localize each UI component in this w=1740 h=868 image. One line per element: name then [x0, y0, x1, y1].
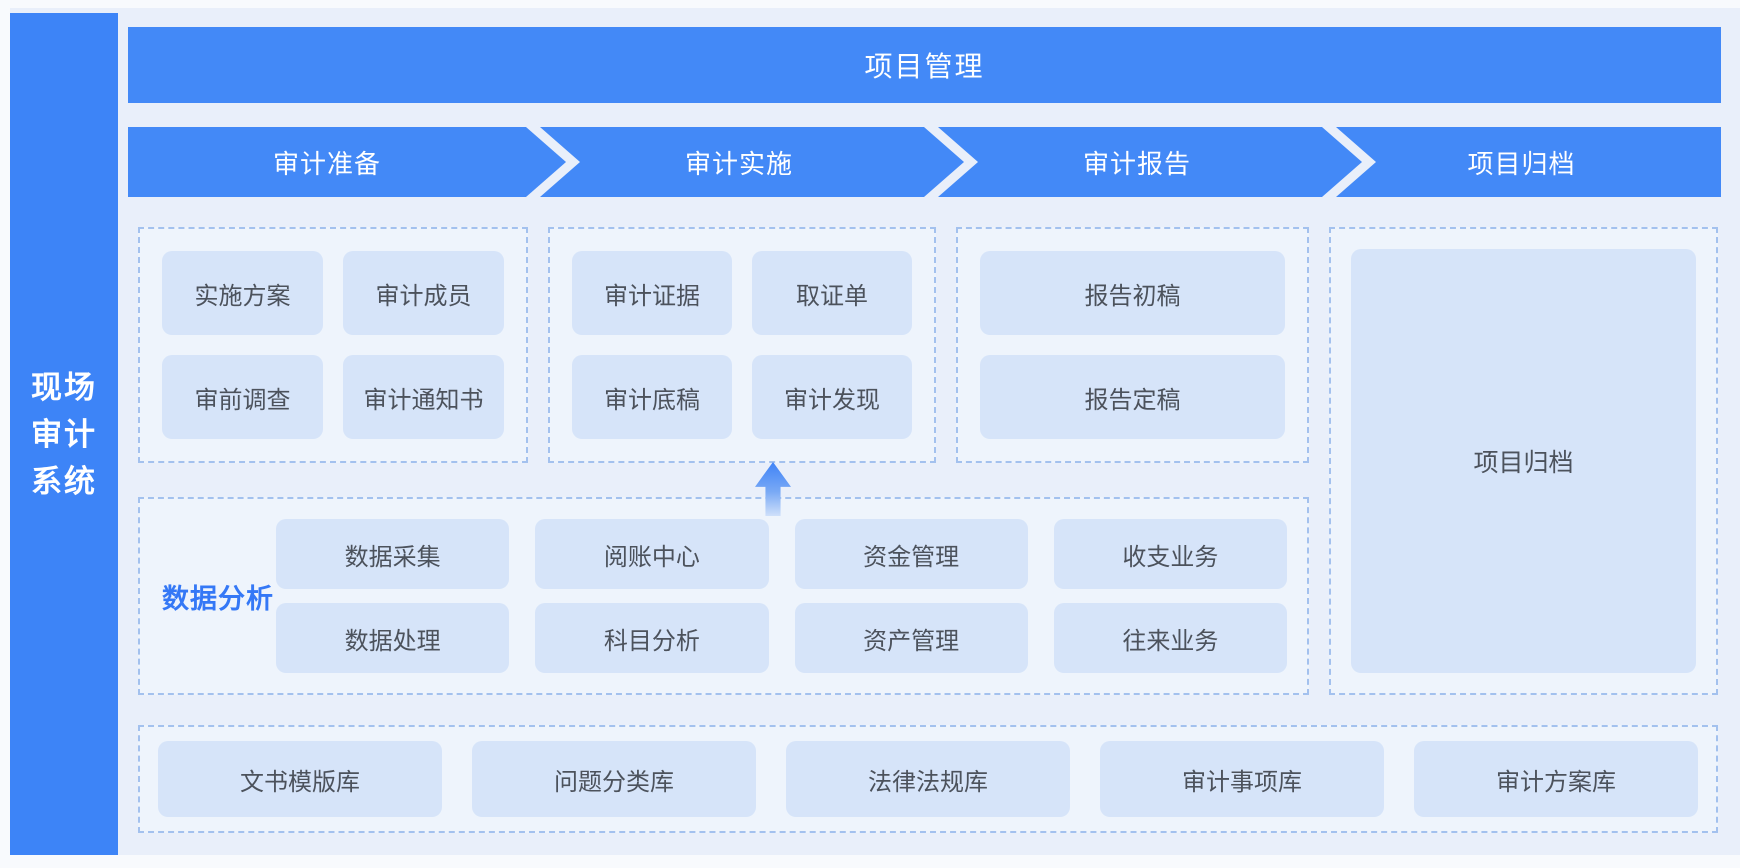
module-box: 报告定稿 — [980, 355, 1285, 439]
module-box: 审前调查 — [162, 355, 323, 439]
system-title-line: 系统 — [31, 463, 97, 499]
module-box: 往来业务 — [1053, 603, 1287, 673]
module-box: 实施方案 — [162, 251, 323, 335]
stage-flow: 审计准备 审计实施 审计报告 项目归档 — [128, 127, 1721, 197]
stage-arrow-archive: 项目归档 — [1336, 127, 1721, 197]
data-analysis-grid: 数据采集 阅账中心 资金管理 收支业务 数据处理 科目分析 资产管理 往来业务 — [276, 519, 1287, 673]
module-box: 取证单 — [752, 251, 912, 335]
project-management-banner: 项目管理 — [128, 27, 1721, 103]
module-box: 数据处理 — [276, 603, 510, 673]
stage-arrow-implementation: 审计实施 — [540, 127, 964, 197]
implementation-group: 审计证据 取证单 审计底稿 审计发现 — [548, 227, 936, 463]
library-box: 问题分类库 — [472, 741, 756, 817]
diagram-panel: 现场 审计 系统 项目管理 审计准备 审计实施 审计报告 项目归档 实施方案 审… — [10, 8, 1740, 855]
preparation-group: 实施方案 审计成员 审前调查 审计通知书 — [138, 227, 528, 463]
system-sidebar: 现场 审计 系统 — [10, 13, 118, 855]
archive-group: 项目归档 — [1329, 227, 1718, 695]
module-box: 审计底稿 — [572, 355, 732, 439]
data-analysis-label: 数据分析 — [162, 583, 274, 614]
module-box: 报告初稿 — [980, 251, 1285, 335]
libraries-group: 文书模版库 问题分类库 法律法规库 审计事项库 审计方案库 — [138, 725, 1718, 833]
report-group: 报告初稿 报告定稿 — [956, 227, 1309, 463]
stage-arrow-report: 审计报告 — [938, 127, 1362, 197]
library-box: 法律法规库 — [786, 741, 1070, 817]
module-box: 收支业务 — [1053, 519, 1287, 589]
module-box: 审计通知书 — [343, 355, 504, 439]
system-title-line: 现场 — [31, 369, 97, 405]
modules-grid: 实施方案 审计成员 审前调查 审计通知书 审计证据 取证单 审计底稿 审计发现 … — [138, 227, 1718, 695]
diagram-main: 项目管理 审计准备 审计实施 审计报告 项目归档 实施方案 审计成员 审前调查 … — [128, 8, 1721, 833]
library-box: 文书模版库 — [158, 741, 442, 817]
data-analysis-group: 数据分析 数据采集 阅账中心 资金管理 收支业务 数据处理 科目分析 资产管理 … — [138, 497, 1309, 695]
module-box: 审计发现 — [752, 355, 912, 439]
module-box: 资金管理 — [794, 519, 1028, 589]
library-box: 审计方案库 — [1414, 741, 1698, 817]
module-box: 数据采集 — [276, 519, 510, 589]
module-box: 阅账中心 — [535, 519, 769, 589]
module-box: 审计证据 — [572, 251, 732, 335]
stage-arrow-preparation: 审计准备 — [128, 127, 566, 197]
module-box: 科目分析 — [535, 603, 769, 673]
archive-box: 项目归档 — [1351, 249, 1696, 673]
module-box: 审计成员 — [343, 251, 504, 335]
system-title-line: 审计 — [31, 416, 97, 452]
module-box: 资产管理 — [794, 603, 1028, 673]
library-box: 审计事项库 — [1100, 741, 1384, 817]
